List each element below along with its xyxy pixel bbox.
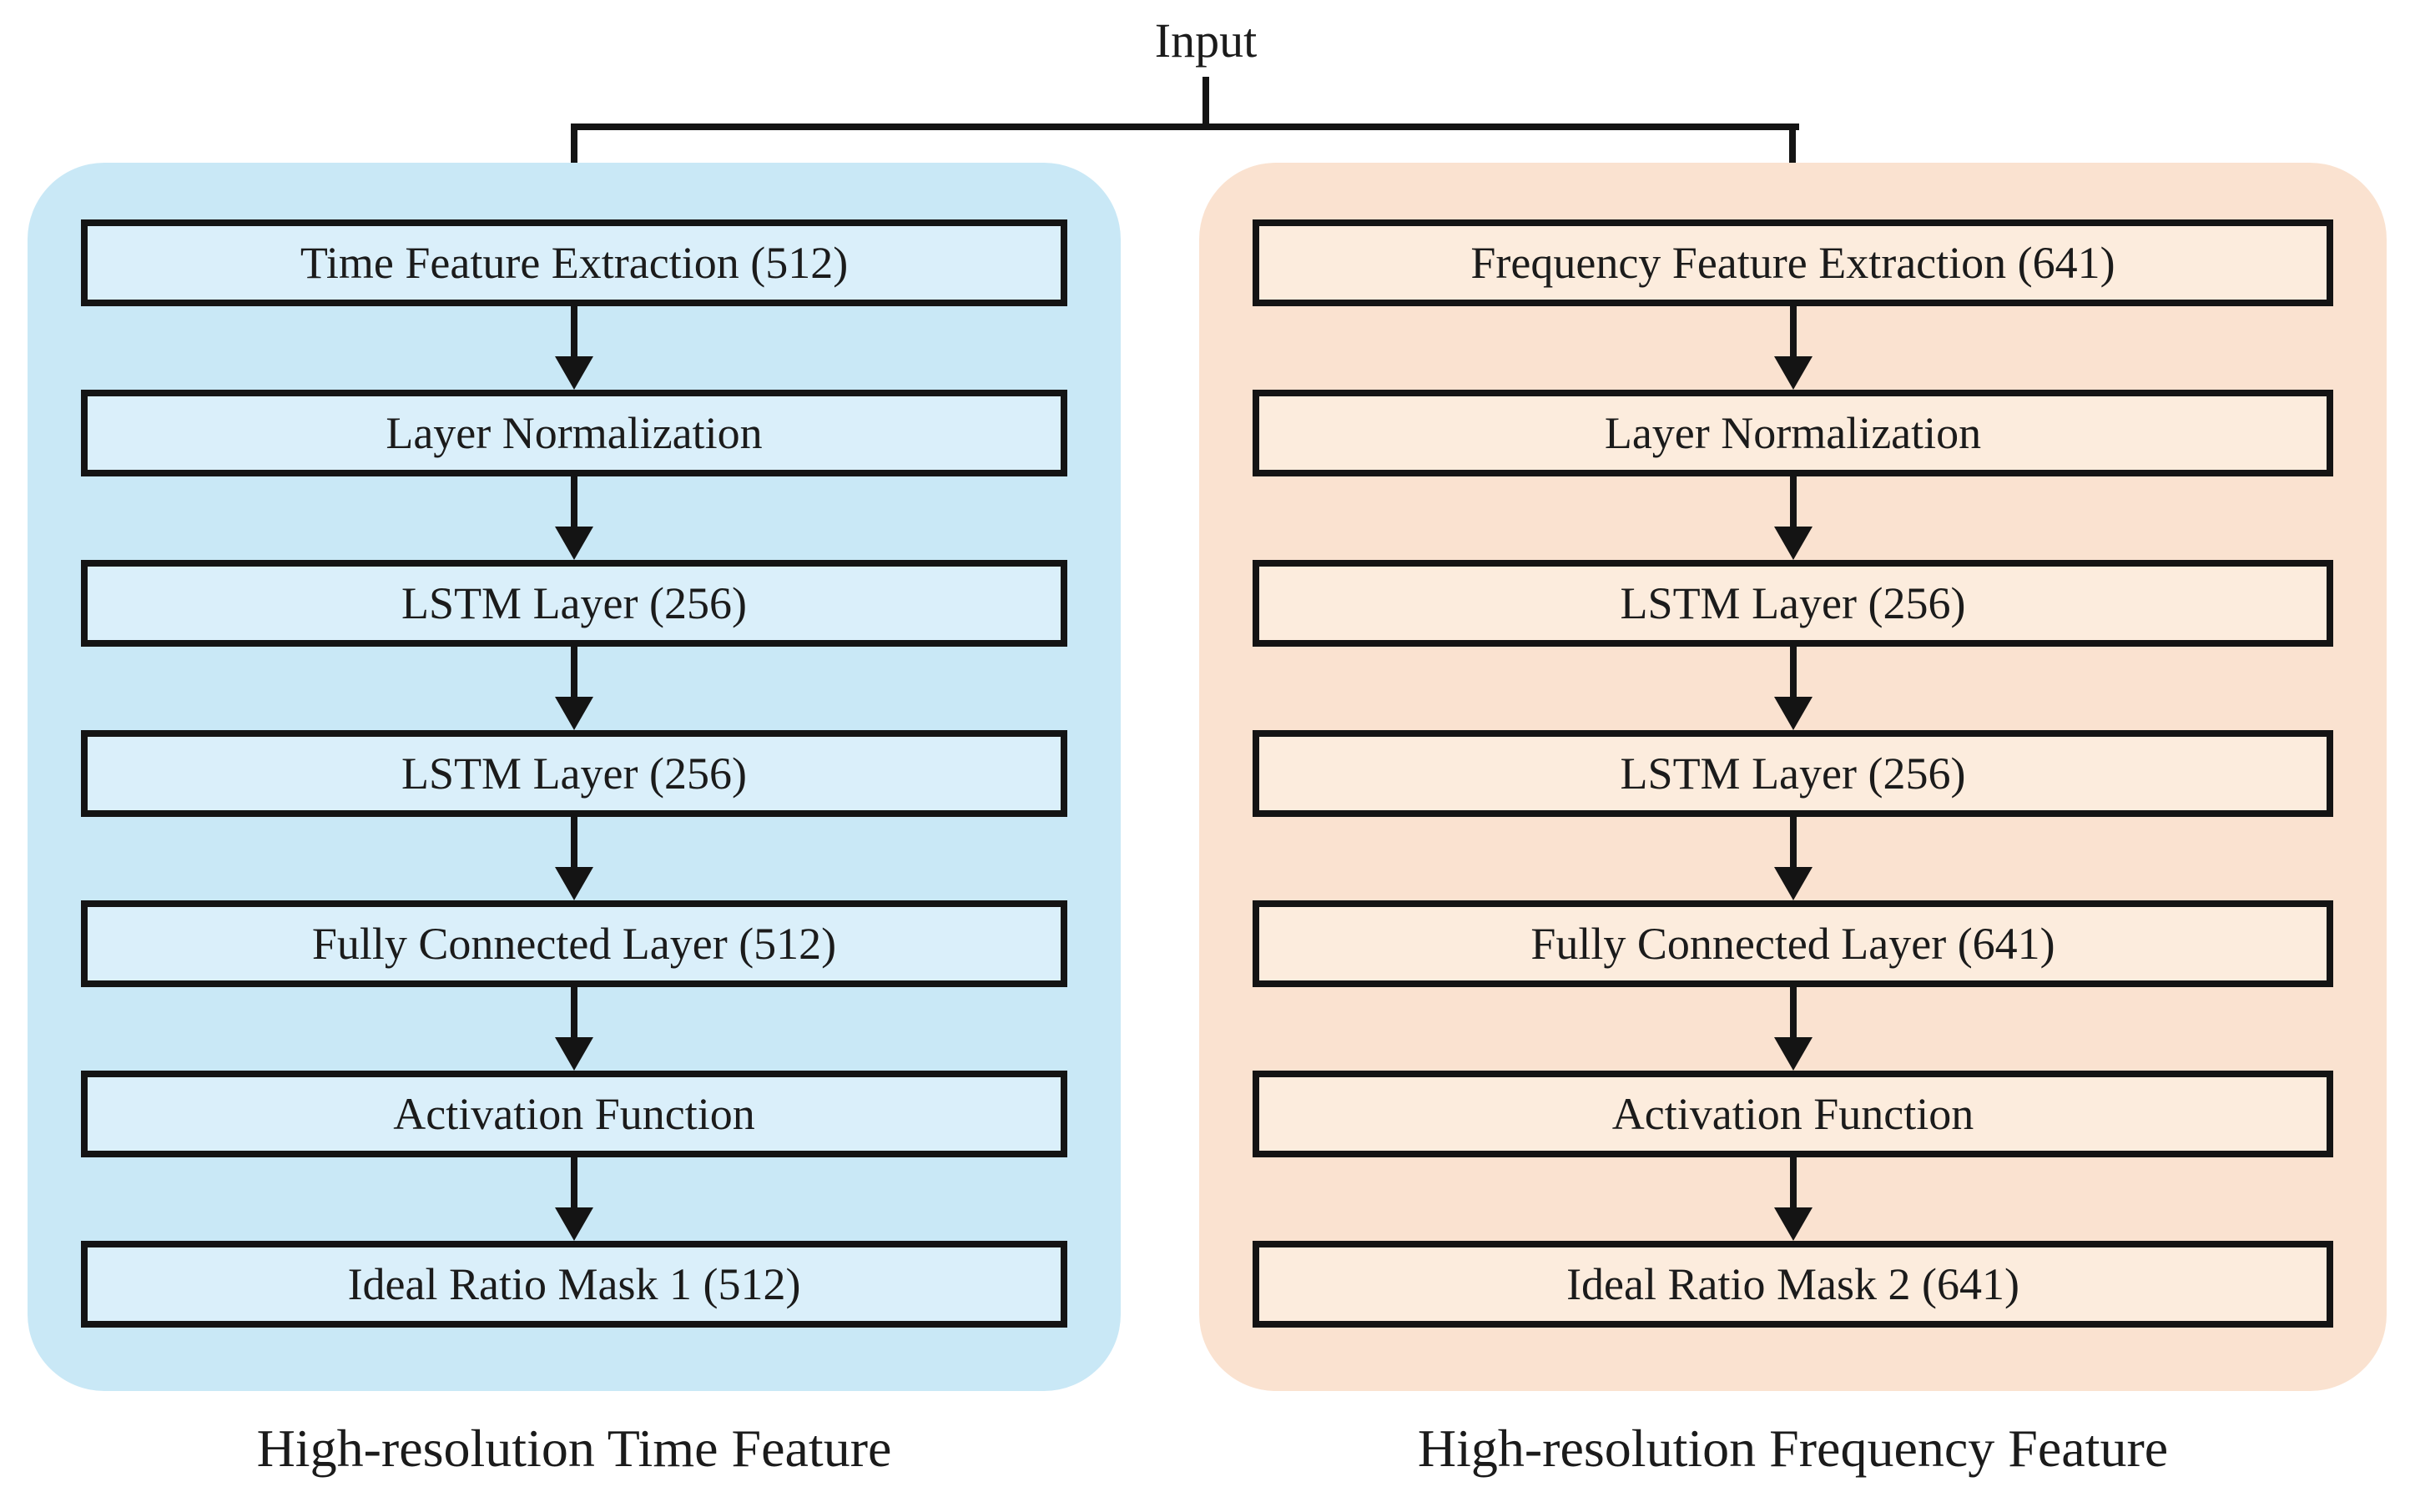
node-ideal-ratio-mask-1: Ideal Ratio Mask 1 (512) <box>81 1241 1067 1328</box>
flow-arrow-icon <box>28 1157 1121 1241</box>
node-activation-function: Activation Function <box>1253 1071 2333 1157</box>
node-frequency-feature-extraction: Frequency Feature Extraction (641) <box>1253 219 2333 306</box>
time-branch-drop-line <box>571 123 577 190</box>
input-label: Input <box>1154 13 1258 68</box>
input-connector-stub <box>1202 77 1209 130</box>
flow-arrow-icon <box>1199 817 2387 900</box>
node-lstm-layer-2: LSTM Layer (256) <box>81 730 1067 817</box>
flow-arrow-icon <box>28 817 1121 900</box>
node-fully-connected-layer: Fully Connected Layer (512) <box>81 900 1067 987</box>
node-label: Fully Connected Layer (641) <box>1530 919 2055 969</box>
node-lstm-layer-1: LSTM Layer (256) <box>1253 560 2333 647</box>
node-time-feature-extraction: Time Feature Extraction (512) <box>81 219 1067 306</box>
time-branch-column: Time Feature Extraction (512) Layer Norm… <box>28 219 1121 1328</box>
node-label: LSTM Layer (256) <box>401 748 747 799</box>
node-label: Layer Normalization <box>1604 408 1982 458</box>
freq-branch-drop-line <box>1789 123 1796 190</box>
node-layer-normalization: Layer Normalization <box>1253 390 2333 476</box>
node-label: Layer Normalization <box>386 408 763 458</box>
node-lstm-layer-1: LSTM Layer (256) <box>81 560 1067 647</box>
flow-arrow-icon <box>1199 1157 2387 1241</box>
flow-arrow-icon <box>28 476 1121 560</box>
node-label: Activation Function <box>393 1089 755 1139</box>
node-label: Ideal Ratio Mask 1 (512) <box>347 1259 801 1309</box>
node-label: LSTM Layer (256) <box>1620 578 1966 628</box>
node-label: Frequency Feature Extraction (641) <box>1470 238 2115 288</box>
flow-arrow-icon <box>1199 987 2387 1071</box>
flow-arrow-icon <box>28 306 1121 390</box>
node-activation-function: Activation Function <box>81 1071 1067 1157</box>
flow-arrow-icon <box>1199 306 2387 390</box>
frequency-branch-panel: Frequency Feature Extraction (641) Layer… <box>1199 163 2387 1391</box>
node-label: Ideal Ratio Mask 2 (641) <box>1566 1259 2019 1309</box>
node-label: Time Feature Extraction (512) <box>300 238 849 288</box>
flow-arrow-icon <box>28 647 1121 730</box>
node-label: LSTM Layer (256) <box>1620 748 1966 799</box>
node-layer-normalization: Layer Normalization <box>81 390 1067 476</box>
branch-split-line <box>571 123 1799 130</box>
node-label: Activation Function <box>1611 1089 1974 1139</box>
node-label: Fully Connected Layer (512) <box>311 919 837 969</box>
flow-arrow-icon <box>1199 476 2387 560</box>
node-fully-connected-layer: Fully Connected Layer (641) <box>1253 900 2333 987</box>
node-ideal-ratio-mask-2: Ideal Ratio Mask 2 (641) <box>1253 1241 2333 1328</box>
flow-arrow-icon <box>28 987 1121 1071</box>
flow-arrow-icon <box>1199 647 2387 730</box>
time-branch-panel: Time Feature Extraction (512) Layer Norm… <box>28 163 1121 1391</box>
node-label: LSTM Layer (256) <box>401 578 747 628</box>
time-branch-caption: High-resolution Time Feature <box>256 1419 892 1478</box>
node-lstm-layer-2: LSTM Layer (256) <box>1253 730 2333 817</box>
frequency-branch-caption: High-resolution Frequency Feature <box>1417 1419 2169 1478</box>
frequency-branch-column: Frequency Feature Extraction (641) Layer… <box>1199 219 2387 1328</box>
